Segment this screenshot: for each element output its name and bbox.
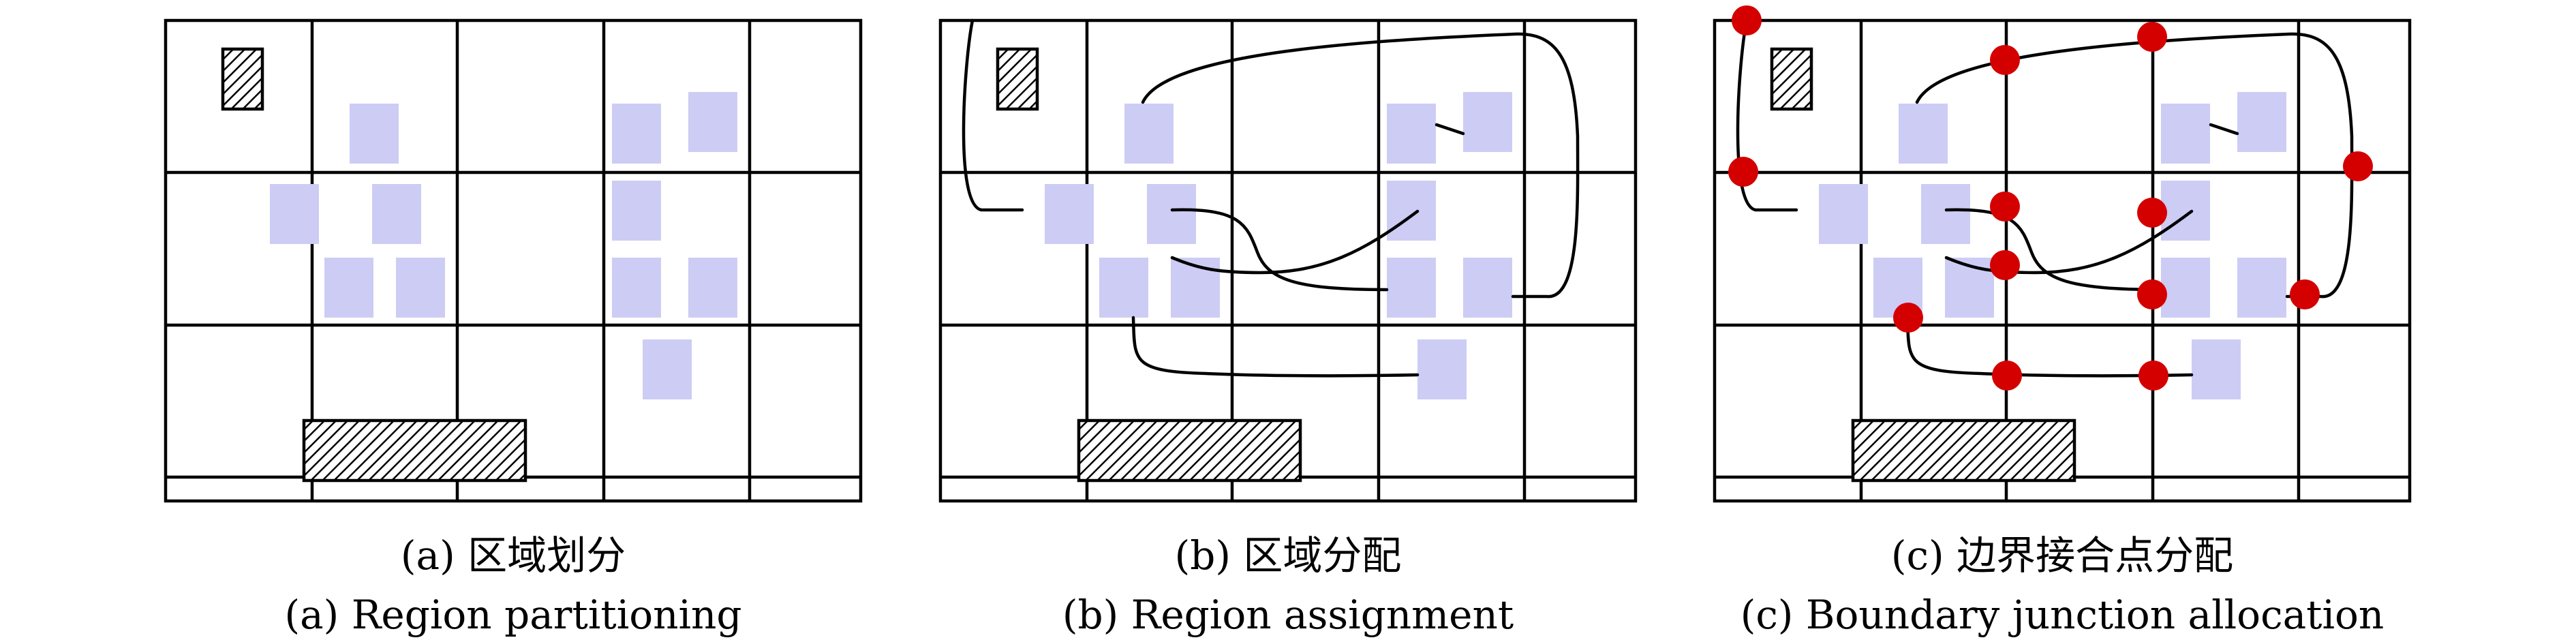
panel-c-caption-en: (c) Boundary junction allocation xyxy=(1741,592,2385,638)
wire-path xyxy=(1915,32,2354,299)
boundary-junction-point xyxy=(1728,157,1758,187)
boundary-junction-point xyxy=(2290,279,2320,309)
wire-path xyxy=(1944,209,2194,275)
boundary-junction-point xyxy=(1732,5,1762,35)
circuit-module xyxy=(2161,104,2210,164)
hatched-block xyxy=(996,47,1039,111)
hatched-block xyxy=(1851,418,2076,483)
panel-a-caption-cn: (a) 区域划分 xyxy=(401,532,626,579)
circuit-module xyxy=(1463,258,1512,318)
panel-c-caption-cn: (c) 边界接合点分配 xyxy=(1891,532,2233,579)
panel-b-caption-cn: (b) 区域分配 xyxy=(1175,532,1402,579)
circuit-module xyxy=(1463,92,1512,152)
boundary-junction-point xyxy=(2137,22,2167,52)
boundary-junction-point xyxy=(1992,361,2022,391)
boundary-junction-point xyxy=(2343,151,2373,181)
wire-path xyxy=(1131,316,1420,378)
panel-frame xyxy=(938,18,1638,503)
wire-path xyxy=(1435,123,1465,136)
circuit-module xyxy=(688,258,737,318)
circuit-module xyxy=(612,181,661,241)
boundary-junction-point xyxy=(2138,361,2168,391)
circuit-module xyxy=(612,258,661,318)
circuit-module xyxy=(1387,181,1436,241)
circuit-module xyxy=(270,184,319,244)
boundary-junction-point xyxy=(1893,303,1923,333)
wire-path xyxy=(1141,32,1580,299)
circuit-module xyxy=(1171,258,1220,318)
circuit-module xyxy=(1387,258,1436,318)
wire-path xyxy=(962,18,1024,212)
hatched-block xyxy=(221,47,264,111)
boundary-junction-point xyxy=(1990,192,2020,222)
circuit-module xyxy=(2161,258,2210,318)
circuit-module xyxy=(1417,339,1467,399)
panel-b-caption-en: (b) Region assignment xyxy=(1062,592,1514,638)
boundary-junction-point xyxy=(2137,279,2167,309)
panel-frame xyxy=(1713,18,2412,503)
hatched-block xyxy=(1770,47,1813,111)
circuit-module xyxy=(324,258,373,318)
circuit-module xyxy=(643,339,692,399)
panel-boundary-junction-allocation: (c) 边界接合点分配 (c) Boundary junction alloca… xyxy=(1713,5,2412,638)
hatched-block xyxy=(1077,418,1302,483)
circuit-module xyxy=(2192,339,2241,399)
boundary-junction-point xyxy=(1990,250,2020,280)
circuit-module xyxy=(1921,184,1970,244)
wire-path xyxy=(2209,123,2239,136)
wire-path xyxy=(1736,18,1798,212)
panel-b-diagram xyxy=(938,18,1638,503)
circuit-module xyxy=(372,184,421,244)
hatched-block xyxy=(302,418,527,483)
wire-path xyxy=(1905,316,2194,378)
circuit-module xyxy=(1945,258,1994,318)
panel-a-diagram xyxy=(164,18,863,503)
panel-region-partitioning: (a) 区域划分 (a) Region partitioning xyxy=(164,18,863,638)
circuit-module xyxy=(2237,92,2286,152)
circuit-module xyxy=(2237,258,2286,318)
circuit-module xyxy=(1045,184,1094,244)
circuit-module xyxy=(2161,181,2210,241)
circuit-module xyxy=(1099,258,1148,318)
boundary-junction-point xyxy=(2137,198,2167,228)
boundary-junction-point xyxy=(1990,45,2020,75)
wire-path xyxy=(1170,208,1389,292)
circuit-module xyxy=(1124,104,1174,164)
panel-c-diagram xyxy=(1713,5,2412,503)
circuit-module xyxy=(1899,104,1948,164)
circuit-module xyxy=(350,104,399,164)
circuit-module xyxy=(1147,184,1196,244)
panel-region-assignment: (b) 区域分配 (b) Region assignment xyxy=(938,18,1638,638)
circuit-module xyxy=(612,104,661,164)
circuit-module xyxy=(1819,184,1868,244)
circuit-module xyxy=(688,92,737,152)
circuit-module xyxy=(396,258,445,318)
panel-a-caption-en: (a) Region partitioning xyxy=(284,592,741,638)
panel-frame xyxy=(164,18,863,503)
circuit-module xyxy=(1387,104,1436,164)
wire-path xyxy=(1170,209,1420,275)
